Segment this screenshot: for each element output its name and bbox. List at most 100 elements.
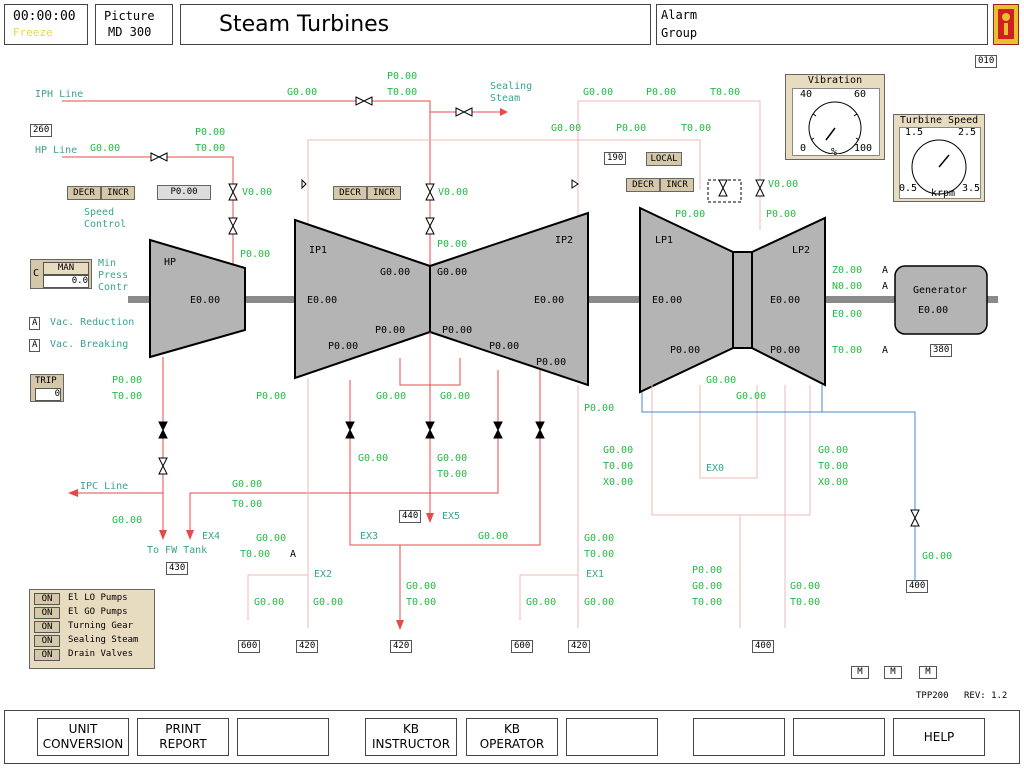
ip2-pressure-mid: P0.00 bbox=[442, 325, 473, 336]
ext2-temp-a: T0.00 bbox=[240, 549, 271, 560]
function-key-line1: KB bbox=[402, 722, 420, 736]
incr-button-ip[interactable]: INCR bbox=[367, 186, 401, 200]
lp-ext0-x-b: X0.00 bbox=[818, 477, 849, 488]
function-key-6[interactable] bbox=[566, 718, 658, 756]
local-button[interactable]: LOCAL bbox=[646, 152, 682, 166]
picture-panel[interactable]: Picture MD 300 bbox=[95, 4, 173, 45]
ip2-flow: G0.00 bbox=[437, 267, 468, 278]
speed-tick-3-5: 3.5 bbox=[962, 183, 981, 194]
ext2-flow-a: G0.00 bbox=[256, 533, 287, 544]
decr-button-hp[interactable]: DECR bbox=[67, 186, 101, 200]
incr-button-hp[interactable]: INCR bbox=[101, 186, 135, 200]
page-number-box[interactable]: 010 bbox=[975, 55, 998, 68]
gen-t-flag: A bbox=[882, 345, 889, 356]
vac-reduction-label: Vac. Reduction bbox=[50, 317, 135, 328]
iph-line-label: IPH Line bbox=[35, 89, 84, 100]
ip-ext-flow-b: G0.00 bbox=[440, 391, 471, 402]
ip-valve-position: V0.00 bbox=[438, 187, 469, 198]
lp1-efficiency: E0.00 bbox=[652, 295, 683, 306]
ref-box-190[interactable]: 190 bbox=[604, 152, 627, 165]
generator-label: Generator bbox=[913, 285, 968, 296]
m-button-3[interactable]: M bbox=[919, 666, 937, 679]
min-press-label-3: Contr bbox=[98, 282, 129, 293]
m-button-2[interactable]: M bbox=[884, 666, 902, 679]
aux-on-button[interactable]: ON bbox=[34, 607, 60, 619]
ref-box-430[interactable]: 430 bbox=[166, 562, 189, 575]
ref-box-600a[interactable]: 600 bbox=[238, 640, 261, 653]
speed-needle bbox=[938, 154, 950, 168]
function-key-9[interactable]: HELP bbox=[893, 718, 985, 756]
man-button[interactable]: MAN bbox=[43, 262, 89, 275]
function-key-line1: HELP bbox=[923, 730, 955, 744]
speed-tick-2-5: 2.5 bbox=[958, 127, 977, 138]
ref-box-420c[interactable]: 420 bbox=[568, 640, 591, 653]
ref-box-420b[interactable]: 420 bbox=[390, 640, 413, 653]
hp-exhaust-pressure: P0.00 bbox=[112, 375, 143, 386]
freeze-indicator[interactable]: Freeze bbox=[13, 26, 53, 39]
aux-on-button[interactable]: ON bbox=[34, 649, 60, 661]
seal-pressure-1: P0.00 bbox=[646, 87, 677, 98]
generator-power: E0.00 bbox=[918, 305, 949, 316]
aux-on-button[interactable]: ON bbox=[34, 621, 60, 633]
min-press-controller[interactable]: C MAN 0.0 bbox=[30, 259, 92, 289]
hp-inlet-pressure: P0.00 bbox=[240, 249, 271, 260]
lp-ext-flow-a: G0.00 bbox=[706, 375, 737, 386]
ext1-flow: G0.00 bbox=[584, 533, 615, 544]
ref-box-400a[interactable]: 400 bbox=[906, 580, 929, 593]
vac-reduction-flag[interactable]: A bbox=[29, 317, 41, 330]
ref-box-260[interactable]: 260 bbox=[30, 124, 53, 137]
picture-label: Picture bbox=[104, 9, 155, 23]
ref-box-600b[interactable]: 600 bbox=[511, 640, 534, 653]
alarm-group-panel[interactable]: Alarm Group bbox=[656, 4, 988, 45]
decr-button-ip[interactable]: DECR bbox=[333, 186, 367, 200]
iph-temperature: T0.00 bbox=[387, 87, 418, 98]
ip-ext3-flow: G0.00 bbox=[358, 453, 389, 464]
lp-ext0-flow-b: G0.00 bbox=[818, 445, 849, 456]
ip-ext-flow-a: G0.00 bbox=[376, 391, 407, 402]
seal-flow-1: G0.00 bbox=[583, 87, 614, 98]
ext2-flag: A bbox=[290, 549, 297, 560]
function-key-line1: PRINT bbox=[165, 722, 201, 736]
lp-ext-flow-b: G0.00 bbox=[736, 391, 767, 402]
ip1-pressure-out: P0.00 bbox=[328, 341, 359, 352]
vibration-dial bbox=[808, 101, 862, 154]
man-output[interactable]: 0.0 bbox=[43, 275, 89, 288]
incr-button-lp[interactable]: INCR bbox=[660, 178, 694, 192]
aux-on-button[interactable]: ON bbox=[34, 593, 60, 605]
decr-button-lp[interactable]: DECR bbox=[626, 178, 660, 192]
function-key-8[interactable] bbox=[793, 718, 885, 756]
lp2-pressure: P0.00 bbox=[770, 345, 801, 356]
ip1-pressure-mid: P0.00 bbox=[375, 325, 406, 336]
ip-ext5-temperature: T0.00 bbox=[437, 469, 468, 480]
gen-z-flag: A bbox=[882, 265, 889, 276]
speed-control-label-2: Control bbox=[84, 219, 127, 230]
vac-breaking-flag[interactable]: A bbox=[29, 339, 41, 352]
alarm-label: Alarm bbox=[661, 8, 698, 22]
hp-valve-position: V0.00 bbox=[242, 187, 273, 198]
tpp-code: TPP200 bbox=[916, 691, 949, 701]
ipc-flow: G0.00 bbox=[232, 479, 263, 490]
trip-panel[interactable]: TRIP 0 bbox=[30, 374, 64, 402]
hp-efficiency: E0.00 bbox=[190, 295, 221, 306]
lp1-turbine-label: LP1 bbox=[655, 235, 674, 246]
ref-box-400b[interactable]: 400 bbox=[752, 640, 775, 653]
ext1-flow-c: G0.00 bbox=[584, 597, 615, 608]
aux-on-button[interactable]: ON bbox=[34, 635, 60, 647]
hp-pressure-setpoint[interactable]: P0.00 bbox=[157, 185, 211, 200]
function-key-7[interactable] bbox=[693, 718, 785, 756]
m-button-1[interactable]: M bbox=[851, 666, 869, 679]
ip2-drain-pressure: P0.00 bbox=[584, 403, 615, 414]
function-key-3[interactable] bbox=[237, 718, 329, 756]
lp2-drain-temp: T0.00 bbox=[790, 597, 821, 608]
ref-box-380[interactable]: 380 bbox=[930, 344, 953, 357]
ref-box-420a[interactable]: 420 bbox=[296, 640, 319, 653]
ext-drain-temp: T0.00 bbox=[406, 597, 437, 608]
vibration-gauge: Vibration 40 60 0 100 % bbox=[785, 74, 885, 160]
ref-box-440[interactable]: 440 bbox=[399, 510, 422, 523]
